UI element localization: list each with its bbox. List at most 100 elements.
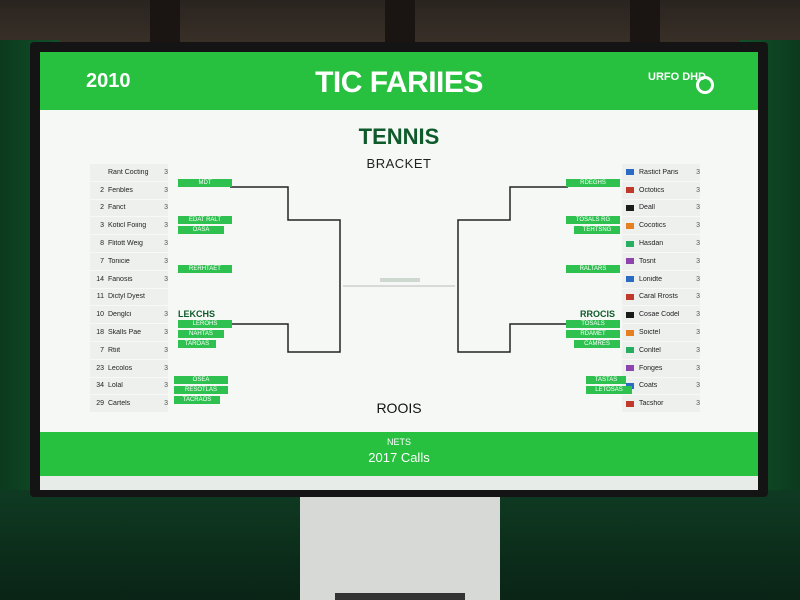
player-seed: 7 [100,346,104,354]
flag-icon [626,258,634,265]
player-name: Dictyl Dyest [108,293,145,301]
tv-stand [300,495,500,600]
tv-screen: 2010 TIC FARIIES URFO DHD TENNIS BRACKET… [40,52,758,490]
year-label: 2010 [86,70,131,92]
flag-icon [626,311,634,318]
bracket-slot: TASTAS [586,376,626,384]
player-score: 3 [164,222,168,230]
player-name: Cartels [108,400,131,408]
player-score: 3 [164,275,168,283]
player-row: Tacshor 3 [622,395,700,414]
broadcaster-logo: URFO DHD [648,72,714,100]
footer-line1: NETS [386,437,411,447]
flag-icon [626,329,634,336]
flag-icon [626,365,634,372]
stand-base [335,593,465,600]
ceiling-beam [150,0,180,48]
player-score: 3 [696,293,700,301]
player-name: Rastict Paris [639,168,679,176]
bracket-slot: TOSALS RG [566,216,620,224]
flag-icon [626,400,634,407]
bracket-slot: TEHTSNG [574,226,620,234]
player-name: Fanosis [108,275,133,283]
bracket-slot: RALTARS [566,265,620,273]
player-name: Skalls Pae [108,329,142,337]
player-name: Tacshor [639,400,664,408]
bracket-slot: MDT [178,179,232,187]
player-seed: 14 [96,275,104,283]
player-score: 3 [164,329,168,337]
right-bracket-line [457,186,568,353]
left-slot-title: LEKCHS [178,309,216,319]
player-seed: 10 [96,311,104,319]
player-name: Flitott Weig [108,240,143,248]
player-score: 3 [696,240,700,248]
player-seed: 2 [100,186,104,194]
player-score: 3 [696,382,700,390]
bracket-slot: OSEA [174,376,228,384]
bracket-slot: CAMRES [574,340,620,348]
ceiling [0,0,800,48]
player-name: Denglci [108,311,132,319]
flag-icon [626,204,634,211]
player-score: 3 [696,346,700,354]
player-seed: 7 [100,257,104,265]
player-score: 3 [164,400,168,408]
player-name: Lonidte [639,275,662,283]
bracket-title: TENNIS [358,124,440,149]
player-score: 3 [696,364,700,372]
player-name: Octotics [639,186,665,194]
player-score: 3 [696,400,700,408]
player-score: 3 [164,346,168,354]
footer-bar: NETS 2017 Calls [40,432,758,476]
bracket-slot: EDAT RALT [178,216,232,224]
player-seed: 3 [100,222,104,230]
player-seed: 34 [96,382,104,390]
player-row: 29 Cartels 3 [90,395,168,414]
right-slot-title: RROCIS [580,309,616,319]
player-name: Tonicie [108,257,130,265]
player-score: 3 [696,311,700,319]
bracket-slot: RDAMET [566,330,620,338]
player-seed: 29 [96,400,104,408]
bracket-slot: RERHTAET [178,265,232,273]
player-row: Coats 3 [622,377,700,396]
player-name: Coats [639,382,658,390]
bracket-slot: TAROAS [178,340,216,348]
player-score: 3 [696,275,700,283]
player-seed: 11 [96,293,104,301]
bracket-slot: LETOSAS [586,386,632,394]
flag-icon [626,240,634,247]
player-score: 3 [164,186,168,194]
player-name: Caral Rrosts [639,293,678,301]
player-name: Rtiit [108,346,121,354]
screen-bottom-strip [40,476,758,490]
player-row: 14 Fanosis 3 [90,270,168,289]
player-name: Lolal [108,382,123,390]
player-name: Cosae Codel [639,311,680,319]
player-row: Caral Rrosts 3 [622,288,700,307]
bracket-slot: LEROHS [178,320,232,328]
player-score: 3 [696,257,700,265]
bracket-lines [230,186,568,353]
player-seed: 23 [96,364,104,372]
main-title: TIC FARIIES [315,66,483,99]
header-bar: 2010 TIC FARIIES URFO DHD [40,52,758,110]
player-name: Fanct [108,204,126,212]
footer-line2: 2017 Calls [368,450,430,465]
left-bracket-line [230,186,341,353]
flag-icon [626,222,634,229]
player-score: 3 [696,204,700,212]
player-score: 3 [696,222,700,230]
player-name: Lecolos [108,364,133,372]
